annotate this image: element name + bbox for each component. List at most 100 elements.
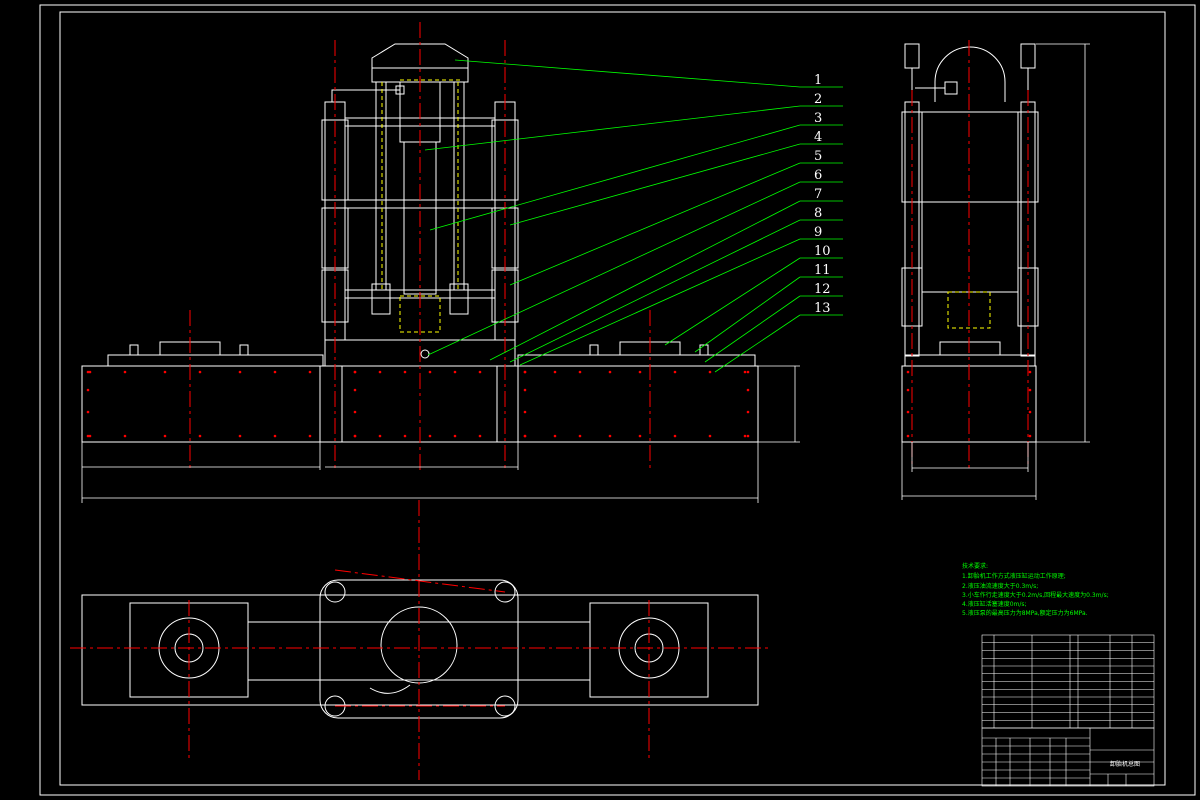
bolt-mark bbox=[743, 370, 747, 374]
note-4: 4.液压缸活塞速度0m/s; bbox=[962, 600, 1027, 608]
bolt-mark bbox=[746, 410, 750, 414]
bolt-mark bbox=[523, 410, 527, 414]
callout-number: 7 bbox=[814, 187, 822, 202]
leader-line bbox=[509, 219, 801, 363]
bolt-mark bbox=[906, 434, 910, 438]
leader-line bbox=[427, 181, 801, 356]
notes-heading: 技术要求: bbox=[962, 562, 988, 570]
bolt-mark bbox=[578, 434, 582, 438]
bolt-mark bbox=[608, 370, 612, 374]
bolt-mark bbox=[353, 410, 357, 414]
bolt-mark bbox=[378, 370, 382, 374]
leader-line bbox=[424, 105, 801, 151]
title-block bbox=[981, 727, 1155, 787]
bolt-mark bbox=[638, 434, 642, 438]
bolt-mark bbox=[353, 434, 357, 438]
bolt-mark bbox=[428, 434, 432, 438]
side-dimensions bbox=[901, 43, 1090, 500]
bolt-mark bbox=[308, 434, 312, 438]
bolt-mark bbox=[1028, 410, 1032, 414]
bolt-mark bbox=[353, 370, 357, 374]
bolt-mark bbox=[638, 370, 642, 374]
leader-line bbox=[664, 257, 801, 346]
note-1: 1.卸胎机工作方式液压缸运动工作原理; bbox=[962, 572, 1066, 580]
bolt-mark bbox=[746, 388, 750, 392]
bolt-mark bbox=[673, 434, 677, 438]
callout-number: 9 bbox=[814, 225, 822, 240]
leader-lines bbox=[424, 59, 843, 373]
bolt-mark bbox=[478, 370, 482, 374]
callout-number: 12 bbox=[814, 282, 831, 297]
bolt-mark bbox=[906, 410, 910, 414]
bolt-mark bbox=[553, 434, 557, 438]
bolt-mark bbox=[453, 370, 457, 374]
bolt-mark bbox=[523, 434, 527, 438]
bolt-mark bbox=[88, 434, 92, 438]
bolt-mark bbox=[1028, 388, 1032, 392]
leader-line bbox=[704, 295, 801, 363]
bolt-mark bbox=[86, 434, 90, 438]
bolt-mark bbox=[523, 370, 527, 374]
bolt-mark bbox=[123, 434, 127, 438]
bolt-mark bbox=[88, 370, 92, 374]
leader-line bbox=[509, 143, 801, 226]
bolt-mark bbox=[123, 370, 127, 374]
callout-number: 3 bbox=[814, 111, 822, 126]
front-dimensions bbox=[81, 365, 800, 503]
bolt-mark bbox=[163, 370, 167, 374]
bolt-mark bbox=[308, 370, 312, 374]
outer-border bbox=[39, 4, 1196, 796]
bolt-mark bbox=[523, 388, 527, 392]
bolt-mark bbox=[86, 388, 90, 392]
callout-number: 5 bbox=[814, 149, 822, 164]
technical-notes: 技术要求: 1.卸胎机工作方式液压缸运动工作原理; 2.液压油流速度大于0.3m… bbox=[962, 562, 1109, 617]
bolt-mark bbox=[708, 370, 712, 374]
bolt-mark bbox=[906, 370, 910, 374]
bolt-mark bbox=[1028, 434, 1032, 438]
bolt-mark bbox=[708, 434, 712, 438]
bolt-mark bbox=[273, 434, 277, 438]
bolt-mark bbox=[198, 434, 202, 438]
bolt-mark bbox=[478, 434, 482, 438]
note-2: 2.液压油流速度大于0.3m/s; bbox=[962, 582, 1038, 590]
leader-line bbox=[694, 276, 801, 353]
leader-line bbox=[429, 124, 801, 231]
callout-number: 1 bbox=[814, 73, 822, 88]
note-5: 5.液压泵的最高压力为8MPa,额定压力为6MPa. bbox=[962, 609, 1088, 617]
side-view bbox=[901, 43, 1039, 443]
bolt-mark bbox=[578, 370, 582, 374]
bolt-mark bbox=[453, 434, 457, 438]
bolt-mark bbox=[238, 370, 242, 374]
bolt-mark bbox=[553, 370, 557, 374]
top-view-centerlines bbox=[70, 500, 770, 780]
base-bolts bbox=[86, 370, 1032, 438]
bolt-mark bbox=[608, 434, 612, 438]
bolt-mark bbox=[198, 370, 202, 374]
leader-line bbox=[509, 162, 801, 286]
inner-border bbox=[59, 11, 1166, 786]
front-view-centerlines bbox=[189, 22, 651, 470]
bolt-mark bbox=[353, 388, 357, 392]
callout-number: 11 bbox=[814, 263, 831, 278]
leader-line bbox=[489, 200, 801, 361]
bolt-mark bbox=[273, 370, 277, 374]
note-3: 3.小车作行走速度大于0.2m/s,回程最大速度为0.3m/s; bbox=[962, 591, 1109, 599]
bolt-mark bbox=[746, 370, 750, 374]
callout-number: 13 bbox=[814, 301, 831, 316]
bolt-mark bbox=[1028, 370, 1032, 374]
leader-line bbox=[714, 314, 801, 373]
bolt-mark bbox=[238, 434, 242, 438]
bolt-mark bbox=[86, 410, 90, 414]
callout-number: 8 bbox=[814, 206, 822, 221]
top-view bbox=[81, 579, 759, 719]
bolt-mark bbox=[673, 370, 677, 374]
bolt-mark bbox=[403, 370, 407, 374]
bolt-mark bbox=[428, 370, 432, 374]
leader-line bbox=[454, 59, 801, 88]
drawing-title: 卸胎机总图 bbox=[1110, 760, 1140, 768]
callout-number: 10 bbox=[814, 244, 831, 259]
bolt-mark bbox=[163, 434, 167, 438]
bolt-mark bbox=[86, 370, 90, 374]
